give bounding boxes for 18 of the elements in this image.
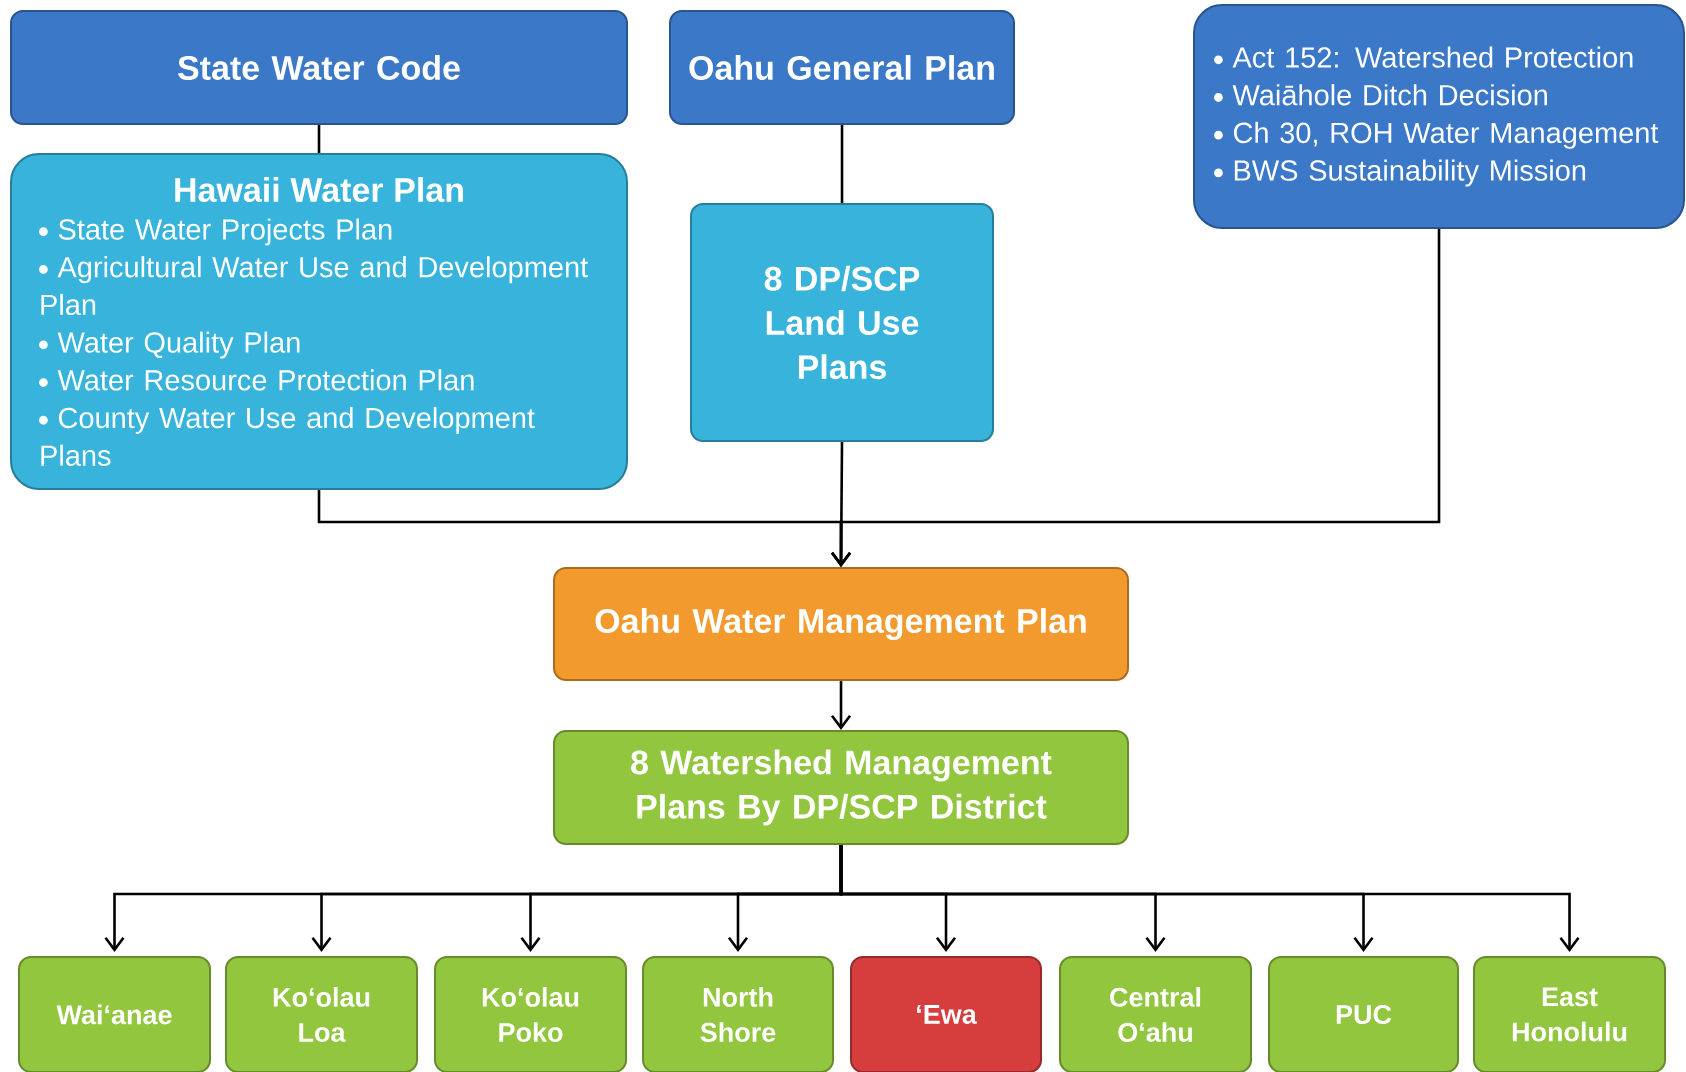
- plan-box: Oahu General Plan: [669, 10, 1015, 125]
- district-box: Wai‘anae: [18, 956, 211, 1072]
- district-box: East Honolulu: [1473, 956, 1666, 1072]
- plan-box: Oahu Water Management Plan: [553, 567, 1129, 681]
- district-box: Ko‘olau Poko: [434, 956, 627, 1072]
- district-box: Ko‘olau Loa: [225, 956, 418, 1072]
- district-box: Central O‘ahu: [1059, 956, 1252, 1072]
- plan-box: Hawaii Water Plan State Water Projects Plan Agricultural Water Use and Development Plan Water Quality Plan Water Resource Protection Plan County Water Use and Development Plans: [10, 153, 628, 490]
- district-box: North Shore: [642, 956, 834, 1072]
- plan-box: State Water Code: [10, 10, 628, 125]
- district-box: ‘Ewa: [850, 956, 1042, 1072]
- connector-arrow: [839, 845, 1580, 952]
- connector-arrow: [830, 681, 852, 730]
- plan-box: 8 DP/SCP Land Use Plans: [690, 203, 994, 442]
- connector-arrow: [830, 229, 1441, 567]
- district-box: PUC: [1268, 956, 1459, 1072]
- list-box: Act 152: Watershed Protection Waiāhole Ditch Decision Ch 30, ROH Water Management BWS Sustainability Mission: [1193, 4, 1685, 229]
- plan-box: 8 Watershed Management Plans By DP/SCP District: [553, 730, 1129, 845]
